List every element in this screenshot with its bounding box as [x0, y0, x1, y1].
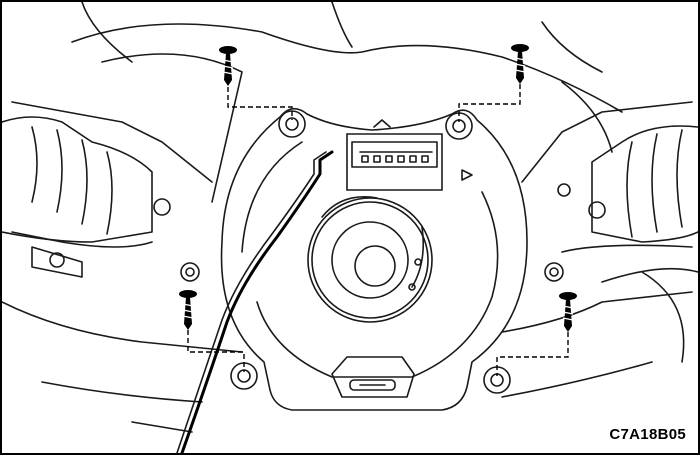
- screw-top-right: [511, 44, 529, 84]
- screw-bottom-left: [179, 290, 197, 330]
- screw-top-left: [219, 46, 237, 86]
- screw-bottom-right: [559, 292, 577, 332]
- left-switch-stalk: [2, 116, 171, 278]
- wire-harness: [176, 150, 334, 453]
- figure-code: C7A18B05: [609, 426, 686, 443]
- screw-leader-lines: [187, 84, 569, 376]
- column-cover-outline: [2, 2, 693, 433]
- screw-icon: [179, 44, 577, 332]
- clock-spring-icon: [220, 107, 528, 411]
- connector-icon: [346, 119, 473, 191]
- bracket-holes: [180, 262, 564, 282]
- right-switch-stalk: [557, 125, 698, 363]
